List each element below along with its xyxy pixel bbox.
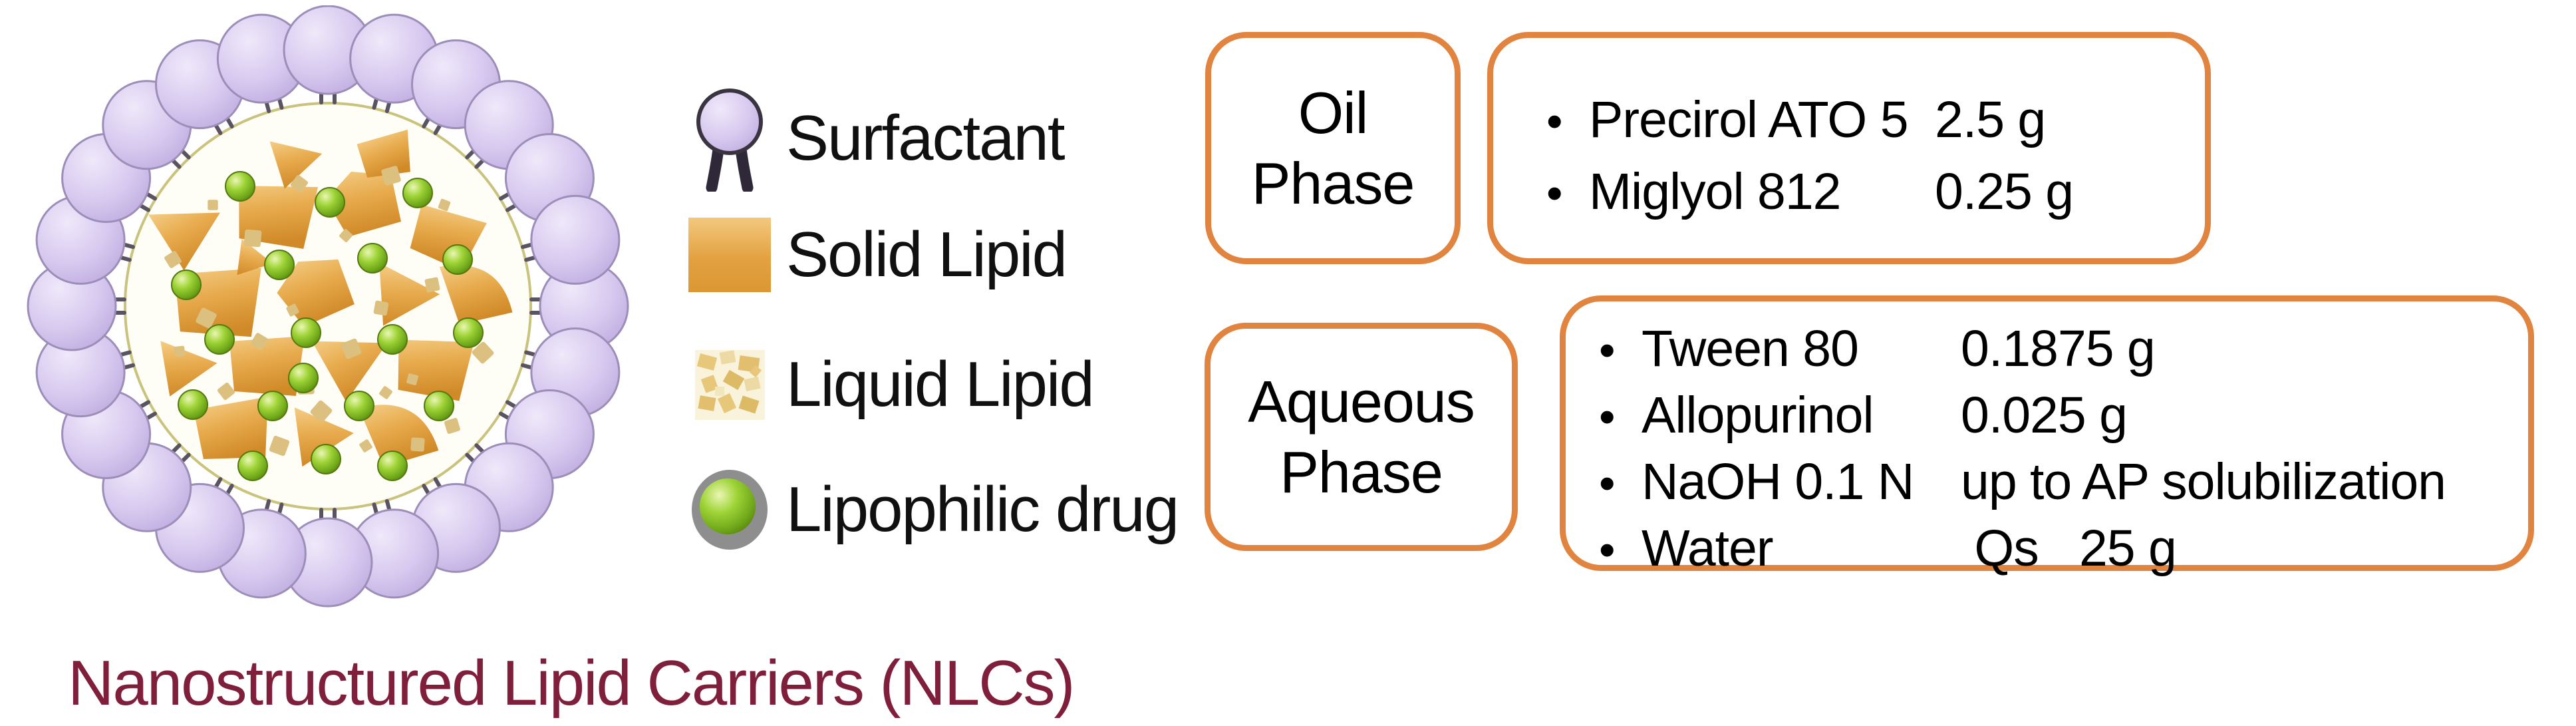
liquid-lipid-speck — [243, 229, 262, 248]
lipophilic-drug-dot — [237, 451, 268, 481]
ingredient-name: Water — [1642, 520, 1774, 577]
ingredient-amount: 0.1875 g — [1961, 320, 2156, 377]
lipophilic-drug-dot — [442, 244, 473, 275]
surfactant-icon — [673, 85, 786, 192]
oil-phase-label: Oil Phase — [1251, 79, 1415, 216]
legend-label: Lipophilic drug — [786, 474, 1179, 545]
surfactant-head — [530, 194, 621, 285]
ingredient-row: Precirol ATO 5 2.5 g — [1546, 85, 2185, 156]
legend-item-solid-lipid: Solid Lipid — [673, 202, 1068, 308]
lipophilic-drug-dot — [204, 324, 235, 355]
liquid-lipid-speck — [174, 345, 186, 357]
liquid-lipid-speck — [410, 437, 425, 452]
legend-label: Surfactant — [786, 102, 1066, 174]
ingredient-row: Allopurinol 0.025 g — [1599, 383, 2508, 449]
lipophilic-drug-dot — [453, 317, 484, 348]
ingredient-row: Miglyol 812 0.25 g — [1546, 156, 2185, 228]
ingredient-name: Allopurinol — [1642, 387, 1874, 444]
nlc-particle-diagram — [27, 5, 629, 608]
ingredient-name: Precirol ATO 5 — [1589, 91, 1909, 148]
bullet-icon — [1546, 156, 1589, 228]
lipophilic-drug-icon — [673, 466, 786, 553]
lipophilic-drug-dot — [288, 363, 319, 393]
ingredient-name: Tween 80 — [1642, 320, 1859, 377]
legend-label: Liquid Lipid — [786, 349, 1095, 420]
lipophilic-drug-dot — [264, 250, 295, 280]
lipophilic-drug-dot — [315, 187, 345, 218]
bullet-icon — [1599, 449, 1642, 516]
liquid-lipid-speck — [424, 277, 440, 293]
lipophilic-drug-dot — [377, 451, 408, 481]
aqueous-phase-content-box: Tween 80 0.1875 g Allopurinol 0.025 g Na… — [1560, 295, 2534, 577]
lipophilic-drug-dot — [402, 178, 433, 208]
page-title: Nanostructured Lipid Carriers (NLCs) — [68, 647, 1075, 719]
bullet-icon — [1546, 85, 1589, 156]
oil-phase-label-box: Oil Phase — [1205, 32, 1461, 264]
bullet-icon — [1599, 383, 1642, 449]
ingredient-amount: 2.5 g — [1935, 91, 2046, 148]
lipophilic-drug-dot — [178, 389, 208, 420]
lipophilic-drug-dot — [311, 444, 341, 474]
bullet-icon — [1599, 316, 1642, 383]
ingredient-name: Miglyol 812 — [1589, 163, 1841, 220]
legend-item-lipophilic-drug: Lipophilic drug — [673, 456, 1179, 563]
ingredient-amount: 0.25 g — [1935, 163, 2074, 220]
legend-label: Solid Lipid — [786, 219, 1068, 290]
lipophilic-drug-dot — [225, 171, 255, 202]
ingredient-row: Water Qs 25 g — [1599, 516, 2508, 582]
bullet-icon — [1599, 516, 1642, 582]
legend: Surfactant Solid Lipid — [673, 72, 1192, 578]
lipophilic-drug-dot — [377, 324, 408, 355]
legend-item-liquid-lipid: Liquid Lipid — [673, 331, 1095, 438]
lipophilic-drug-dot — [344, 391, 374, 421]
lipophilic-drug-dot — [357, 243, 388, 273]
liquid-lipid-swatch — [673, 349, 786, 420]
ingredient-row: NaOH 0.1 N up to AP solubilization — [1599, 449, 2508, 516]
ingredient-row: Tween 80 0.1875 g — [1599, 316, 2508, 383]
oil-phase-content-box: Precirol ATO 5 2.5 g Miglyol 812 0.25 g — [1487, 32, 2211, 264]
lipophilic-drug-dot — [171, 270, 202, 300]
legend-item-surfactant: Surfactant — [673, 85, 1066, 192]
liquid-lipid-speck — [208, 200, 218, 210]
aqueous-phase-label: Aqueous Phase — [1248, 368, 1475, 505]
aqueous-phase-label-box: Aqueous Phase — [1205, 323, 1518, 551]
ingredient-amount: up to AP solubilization — [1961, 453, 2446, 510]
lipophilic-drug-dot — [291, 317, 321, 348]
solid-lipid-swatch — [673, 218, 786, 292]
lipophilic-drug-dot — [424, 391, 454, 421]
ingredient-amount: 0.025 g — [1961, 387, 2128, 444]
ingredient-name: NaOH 0.1 N — [1642, 453, 1914, 510]
liquid-lipid-speck — [373, 300, 389, 316]
ingredient-amount: Qs 25 g — [1961, 520, 2176, 577]
lipophilic-drug-dot — [257, 391, 288, 421]
